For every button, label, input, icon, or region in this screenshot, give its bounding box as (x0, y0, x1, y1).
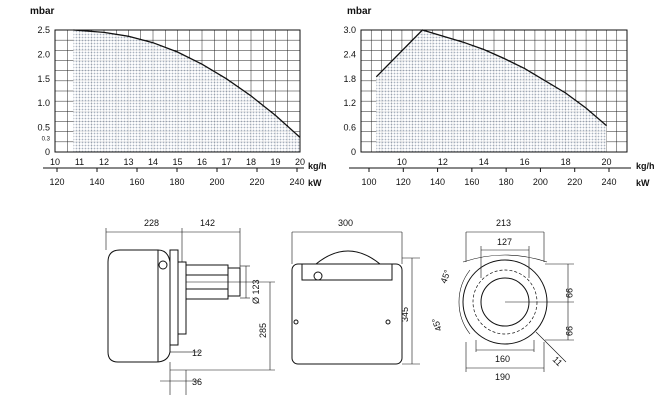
chart-x2-tick-label: 200 (209, 177, 224, 187)
chart-x2-tick-label: 240 (601, 177, 616, 187)
angle-arc (458, 269, 471, 335)
dim-12: 12 (192, 348, 202, 358)
chart-left-x2-axis: 120 140 160 180 200 220 240 (43, 167, 305, 187)
chart-x-tick-label: 18 (246, 157, 256, 167)
front-view-drawing (291, 231, 420, 365)
dim-11: 11 (551, 354, 565, 368)
chart-x-tick-label: 14 (479, 157, 489, 167)
chart-right-x2-axis: 100 120 140 160 180 200 220 240 (349, 167, 631, 187)
dim-345: 345 (400, 307, 410, 322)
chart-x-tick-label: 17 (221, 157, 231, 167)
chart-x-tick-label: 14 (148, 157, 158, 167)
dim-127: 127 (497, 237, 512, 247)
chart-right-curve (375, 29, 607, 127)
chart-x2-tick-label: 180 (169, 177, 184, 187)
chart-right-frame (360, 29, 628, 153)
chart-x-tick-label: 10 (397, 157, 407, 167)
chart-y-tick-label: 1.5 (37, 74, 50, 84)
dim-142: 142 (200, 218, 215, 228)
dim-99-bottom: 99 (564, 326, 574, 336)
chart-x-tick-label: 15 (172, 157, 182, 167)
chart-x-tick-label: 20 (295, 157, 305, 167)
flange-view-drawing (458, 231, 574, 372)
front-body (291, 263, 403, 365)
dim-228: 228 (144, 218, 159, 228)
chart-left-x-tick-labels: 10 11 12 13 14 15 16 17 18 19 20 (50, 157, 305, 167)
chart-x-tick-label: 13 (123, 157, 133, 167)
chart-x2-tick-label: 220 (249, 177, 264, 187)
chart-right-x-tick-labels: 10 12 14 16 18 20 (397, 157, 612, 167)
mount-plate (177, 261, 187, 335)
chart-y-tick-label: 2.0 (37, 49, 50, 59)
dim-160: 160 (495, 354, 510, 364)
chart-y-tick-label: 1.2 (343, 98, 356, 108)
chart-y-tick-label: 0 (45, 147, 50, 157)
dim-99-top: 99 (564, 288, 574, 298)
chart-right-xlabel: kg/h (636, 161, 655, 171)
chart-y-tick-label: 2.4 (343, 49, 356, 59)
chart-left-area (73, 30, 301, 152)
chart-left: 0 0.3 0.5 1.0 1.5 2.0 2.5 10 11 12 13 14 15 16 17 18 19… (30, 6, 327, 188)
front-indicator (313, 271, 323, 281)
mount-flange (169, 249, 179, 346)
chart-x2-tick-label: 140 (89, 177, 104, 187)
chart-y-tick-label: 1.0 (37, 98, 50, 108)
chart-x2-tick-label: 240 (289, 177, 304, 187)
chart-left-frame (54, 29, 301, 153)
chart-x-tick-label: 20 (602, 157, 612, 167)
chart-left-x2label: kW (308, 178, 322, 188)
dim-300: 300 (338, 218, 353, 228)
chart-left-ylabel: mbar (30, 6, 55, 17)
front-top-cover (315, 250, 381, 265)
chart-x-tick-label: 12 (99, 157, 109, 167)
chart-x2-tick-label: 120 (396, 177, 411, 187)
dim-angle-bottom: 45° (430, 316, 444, 333)
chart-x-tick-label: 16 (197, 157, 207, 167)
chart-x-tick-label: 10 (50, 157, 60, 167)
dim-285: 285 (258, 323, 268, 338)
chart-x-tick-label: 16 (520, 157, 530, 167)
chart-x2-tick-label: 160 (464, 177, 479, 187)
chart-left-curve (73, 29, 301, 138)
chart-y-tick-label: 0.3 (42, 136, 51, 142)
chart-x2-tick-label: 160 (129, 177, 144, 187)
chart-x-tick-label: 11 (75, 157, 84, 167)
chart-y-tick-label: 1.8 (343, 74, 356, 84)
chart-left-y-tick-labels: 0 0.3 0.5 1.0 1.5 2.0 2.5 (37, 25, 50, 157)
chart-x2-tick-label: 220 (567, 177, 582, 187)
chart-y-tick-label: 0.5 (37, 123, 50, 133)
chart-x2-tick-label: 140 (430, 177, 445, 187)
dim-angle-top: 45° (438, 268, 452, 285)
chart-x2-tick-label: 120 (49, 177, 64, 187)
chart-right-y-tick-labels: 0 0.6 1.2 1.8 2.4 3.0 (343, 25, 356, 157)
chart-left-xlabel: kg/h (308, 161, 327, 171)
side-view-drawing (105, 228, 275, 395)
flange-bolt (158, 260, 168, 270)
dim-diameter: Ø 123 (251, 279, 261, 304)
chart-x-tick-label: 19 (270, 157, 280, 167)
chart-right-ylabel: mbar (347, 6, 372, 17)
chart-y-tick-label: 2.5 (37, 25, 50, 35)
burner-body-outline (107, 249, 171, 363)
dim-36: 36 (192, 377, 202, 387)
chart-y-tick-label: 3.0 (343, 25, 356, 35)
chart-x2-tick-label: 180 (499, 177, 514, 187)
dim-190: 190 (495, 372, 510, 382)
chart-right-area (376, 30, 607, 152)
chart-x-tick-label: 12 (438, 157, 448, 167)
chart-x-tick-label: 18 (561, 157, 571, 167)
chart-x2-tick-label: 100 (361, 177, 376, 187)
chart-y-tick-label: 0 (351, 147, 356, 157)
chart-right-x2label: kW (636, 178, 650, 188)
dim-213: 213 (496, 218, 511, 228)
chart-y-tick-label: 0.6 (343, 123, 356, 133)
chart-x2-tick-label: 200 (533, 177, 548, 187)
